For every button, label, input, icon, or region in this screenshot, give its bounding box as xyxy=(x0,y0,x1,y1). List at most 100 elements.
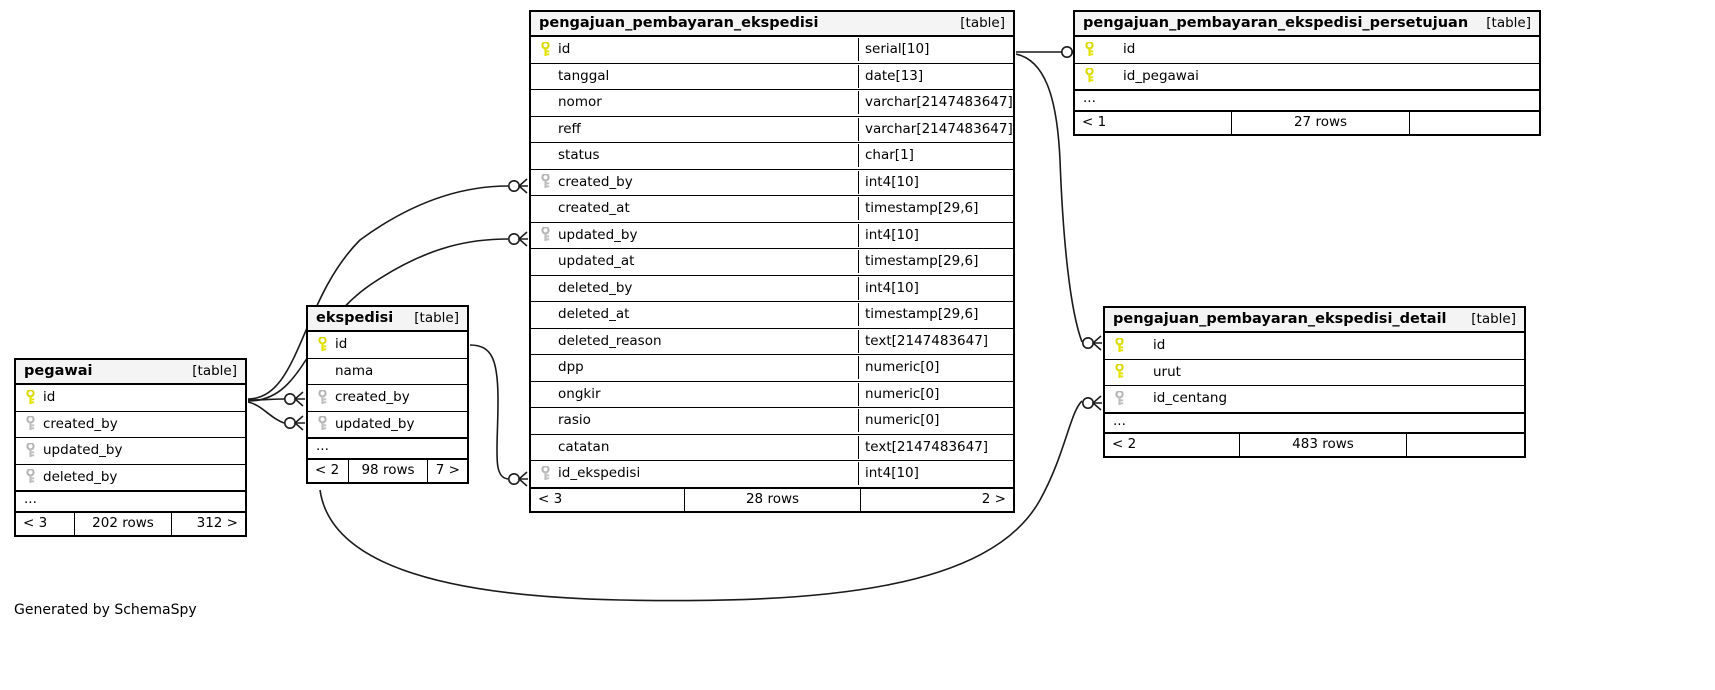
footer-children-count[interactable] xyxy=(1406,434,1524,456)
table-pengajuan-pembayaran-ekspedisi-detail[interactable]: pengajuan_pembayaran_ekspedisi_detail [t… xyxy=(1103,306,1526,458)
column-type: timestamp[29,6] xyxy=(858,250,1013,274)
footer-parents-count[interactable]: < 3 xyxy=(23,514,48,531)
footer-row-count: 28 rows xyxy=(684,488,860,511)
table-pegawai-tag: [table] xyxy=(192,363,237,379)
footer-children-count[interactable]: 2 > xyxy=(860,488,1013,511)
table-ekspedisi-tag: [table] xyxy=(414,310,459,326)
column-cell: dpp xyxy=(531,356,858,379)
table-row[interactable]: tanggal date[13] xyxy=(531,63,1013,90)
column-name: id xyxy=(1153,337,1166,354)
table-row[interactable]: id xyxy=(1075,37,1539,64)
column-name: status xyxy=(558,147,600,164)
table-row[interactable]: id serial[10] xyxy=(531,37,1013,64)
column-cell: created_at xyxy=(531,197,858,220)
footer-children-count[interactable]: 7 > xyxy=(427,459,467,482)
primary-key-icon xyxy=(315,336,330,352)
table-footer: < 2 483 rows xyxy=(1105,433,1524,456)
table-pegawai-name: pegawai xyxy=(24,363,93,379)
column-type: timestamp[29,6] xyxy=(858,303,1013,327)
primary-key-icon xyxy=(1112,364,1127,379)
table-ppe-name: pengajuan_pembayaran_ekspedisi xyxy=(539,15,819,31)
column-cell: id xyxy=(16,386,245,409)
column-name: created_at xyxy=(558,200,630,217)
footer-parents-count[interactable]: < 3 xyxy=(538,490,563,507)
table-pengajuan-pembayaran-ekspedisi-persetujuan[interactable]: pengajuan_pembayaran_ekspedisi_persetuju… xyxy=(1073,10,1541,136)
table-row[interactable]: id_centang xyxy=(1105,386,1524,413)
table-row[interactable]: id xyxy=(16,385,245,412)
table-row[interactable]: reff varchar[2147483647] xyxy=(531,116,1013,143)
table-row[interactable]: deleted_reason text[2147483647] xyxy=(531,328,1013,355)
column-cell: id_ekspedisi xyxy=(531,462,858,485)
foreign-key-icon xyxy=(23,442,38,458)
column-cell: rasio xyxy=(531,409,858,432)
table-row[interactable]: status char[1] xyxy=(531,143,1013,170)
column-name: deleted_by xyxy=(43,468,118,485)
table-row[interactable]: created_by xyxy=(16,411,245,438)
more-columns-indicator[interactable]: ... xyxy=(308,438,467,459)
column-type: numeric[0] xyxy=(858,409,1013,433)
column-type: text[2147483647] xyxy=(858,435,1013,459)
column-cell: updated_by xyxy=(308,413,467,436)
column-type: text[2147483647] xyxy=(858,329,1013,353)
column-cell: created_by xyxy=(308,386,467,409)
column-name: deleted_at xyxy=(558,306,630,323)
table-row[interactable]: catatan text[2147483647] xyxy=(531,434,1013,461)
table-row[interactable]: dpp numeric[0] xyxy=(531,355,1013,382)
table-row[interactable]: created_by xyxy=(308,385,467,412)
column-type: numeric[0] xyxy=(858,382,1013,406)
column-cell: deleted_reason xyxy=(531,330,858,353)
column-name: updated_by xyxy=(558,226,638,243)
table-row[interactable]: id xyxy=(1105,333,1524,360)
more-columns-indicator[interactable]: ... xyxy=(1105,412,1524,433)
table-row[interactable]: created_at timestamp[29,6] xyxy=(531,196,1013,223)
table-row[interactable]: updated_by xyxy=(16,438,245,465)
table-row[interactable]: id_pegawai xyxy=(1075,63,1539,90)
table-row[interactable]: id xyxy=(308,332,467,359)
column-name: id_centang xyxy=(1153,390,1228,407)
table-row[interactable]: deleted_by int4[10] xyxy=(531,275,1013,302)
column-type: varchar[2147483647] xyxy=(858,117,1013,141)
column-name: reff xyxy=(558,120,581,137)
table-ppe-tag: [table] xyxy=(960,15,1005,31)
column-cell: reff xyxy=(531,118,858,141)
column-name: catatan xyxy=(558,438,610,455)
table-row[interactable]: created_by int4[10] xyxy=(531,169,1013,196)
table-row[interactable]: rasio numeric[0] xyxy=(531,408,1013,435)
table-ekspedisi[interactable]: ekspedisi [table] id nama created_b xyxy=(306,305,469,484)
foreign-key-icon xyxy=(315,389,330,405)
footer-children-count[interactable]: 312 > xyxy=(171,512,245,535)
column-cell: nomor xyxy=(531,91,858,114)
more-columns-indicator[interactable]: ... xyxy=(16,491,245,512)
foreign-key-icon xyxy=(23,469,38,484)
generated-by-caption: Generated by SchemaSpy xyxy=(14,602,197,618)
table-row[interactable]: updated_by int4[10] xyxy=(531,222,1013,249)
table-ekspedisi-name: ekspedisi xyxy=(316,310,394,326)
table-pegawai[interactable]: pegawai [table] id created_by xyxy=(14,358,247,537)
more-columns-indicator[interactable]: ... xyxy=(1075,90,1539,111)
table-row[interactable]: updated_by xyxy=(308,411,467,438)
footer-children-count[interactable] xyxy=(1409,111,1539,134)
footer-parents-count[interactable]: < 2 xyxy=(1112,436,1137,452)
table-row[interactable]: nama xyxy=(308,358,467,385)
column-name: id_pegawai xyxy=(1123,67,1199,84)
column-type: int4[10] xyxy=(858,462,1013,486)
table-ppe-title: pengajuan_pembayaran_ekspedisi [table] xyxy=(531,12,1013,37)
table-row[interactable]: ongkir numeric[0] xyxy=(531,381,1013,408)
table-row[interactable]: urut xyxy=(1105,359,1524,386)
table-row[interactable]: id_ekspedisi int4[10] xyxy=(531,461,1013,488)
footer-parents-count[interactable]: < 2 xyxy=(315,461,340,478)
table-row[interactable]: deleted_by xyxy=(16,464,245,491)
column-name: created_by xyxy=(43,415,118,432)
footer-row-count: 483 rows xyxy=(1239,434,1406,456)
table-row[interactable]: updated_at timestamp[29,6] xyxy=(531,249,1013,276)
column-name: updated_at xyxy=(558,253,635,270)
column-type: int4[10] xyxy=(858,276,1013,300)
table-row[interactable]: nomor varchar[2147483647] xyxy=(531,90,1013,117)
primary-key-icon xyxy=(1112,337,1127,353)
column-cell: id_centang xyxy=(1105,387,1524,410)
table-pengajuan-pembayaran-ekspedisi[interactable]: pengajuan_pembayaran_ekspedisi [table] i… xyxy=(529,10,1015,513)
footer-parents-count[interactable]: < 1 xyxy=(1082,113,1107,130)
table-row[interactable]: deleted_at timestamp[29,6] xyxy=(531,302,1013,329)
foreign-key-icon xyxy=(538,174,553,189)
